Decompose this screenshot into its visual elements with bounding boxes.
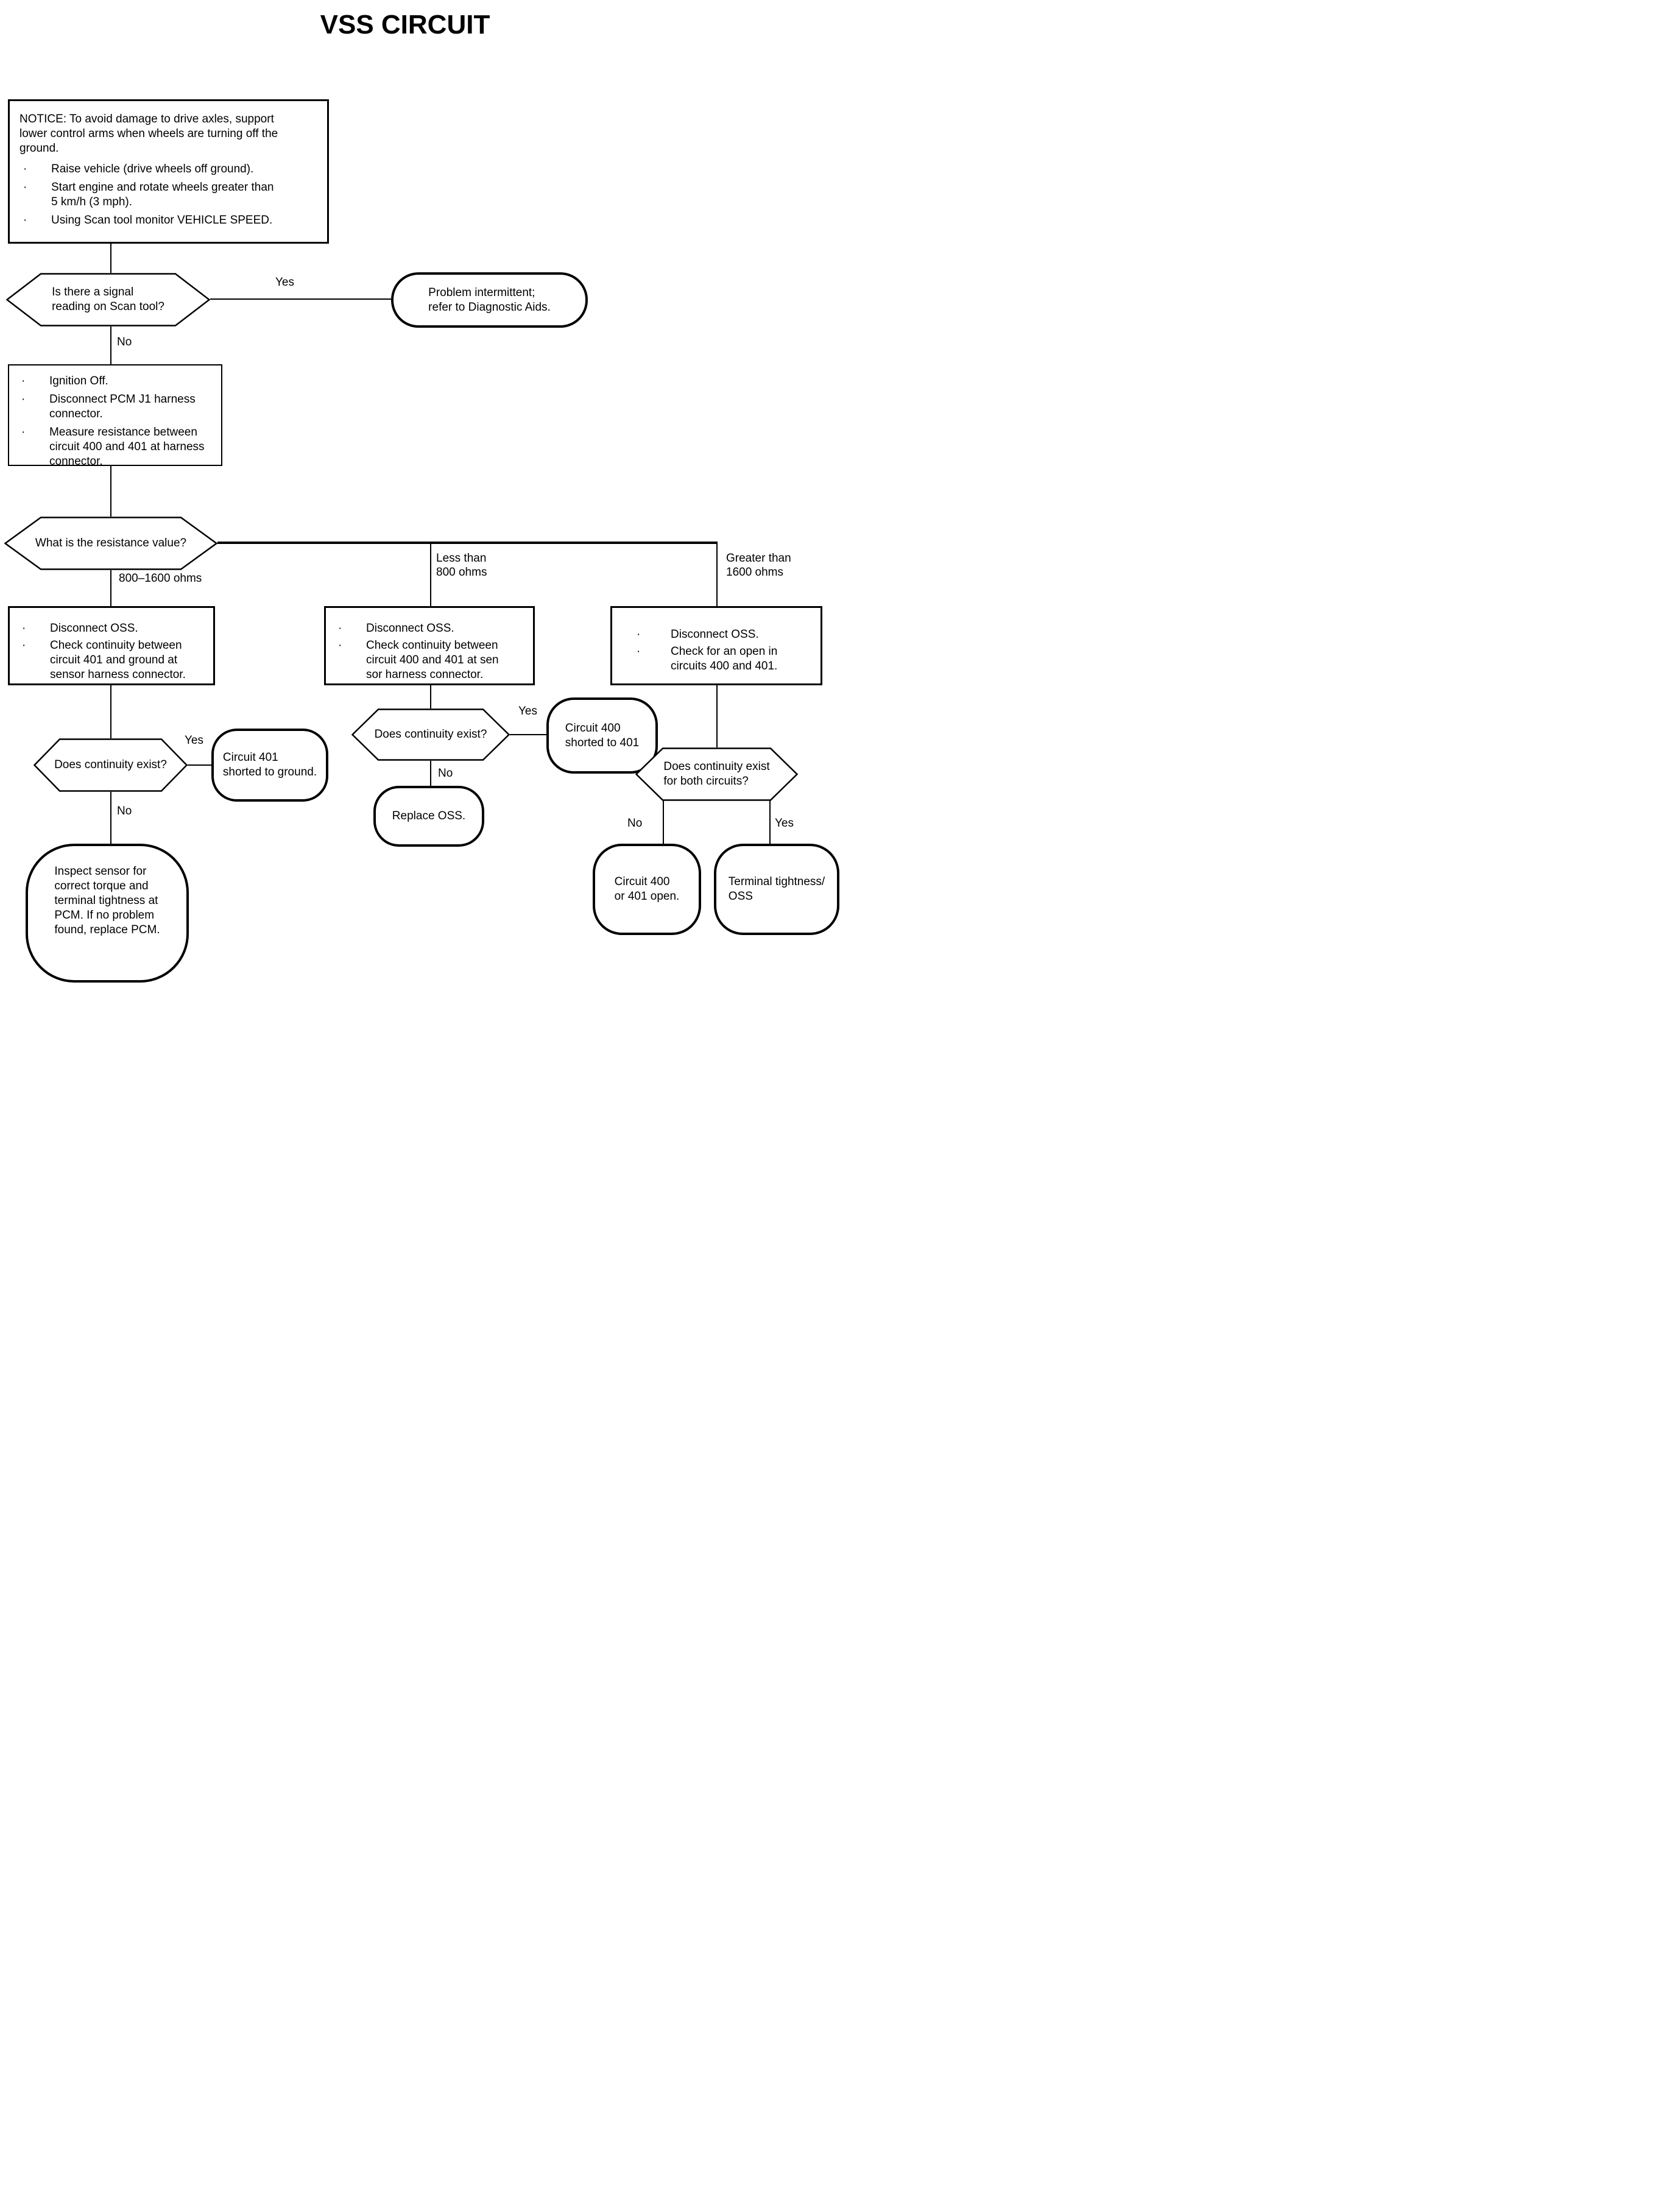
label-yes: Yes bbox=[775, 817, 794, 830]
decision-continuity-left: Does continuity exist? bbox=[34, 738, 188, 792]
connector-mid-yes bbox=[510, 734, 546, 735]
label-800-1600-ohms: 800–1600 ohms bbox=[119, 572, 202, 585]
step-check-ground-box: · Disconnect OSS. · Check continuity bet… bbox=[8, 606, 215, 685]
bullet-icon: · bbox=[22, 622, 26, 635]
label-no: No bbox=[627, 817, 643, 830]
decision-continuity-left-text: Does continuity exist? bbox=[54, 758, 167, 771]
step-bullet: · Check for an open in circuits 400 and … bbox=[621, 644, 818, 674]
bullet-icon: · bbox=[338, 639, 342, 652]
hexagon-shape bbox=[6, 273, 210, 327]
label-yes: Yes bbox=[185, 734, 203, 747]
connector-both-yes bbox=[769, 800, 771, 844]
step-check-400-401-box: · Disconnect OSS. · Check continuity bet… bbox=[324, 606, 535, 685]
bullet-icon: · bbox=[637, 628, 641, 641]
connector-both-no bbox=[663, 800, 664, 844]
terminal-circuit-401-shorted: Circuit 401 shorted to ground. bbox=[211, 729, 328, 802]
label-no: No bbox=[117, 336, 132, 348]
label-yes: Yes bbox=[518, 705, 537, 718]
connector-branch-right bbox=[716, 544, 718, 606]
hexagon-shape bbox=[34, 738, 188, 792]
bullet-icon: · bbox=[23, 163, 27, 175]
terminal-inspect-sensor: Inspect sensor for correct torque and te… bbox=[26, 844, 189, 983]
vss-circuit-flowchart: VSS CIRCUIT NOTICE: To avoid damage to d… bbox=[0, 0, 840, 1105]
connector-branch-left bbox=[110, 570, 111, 606]
connector-branch-rail bbox=[217, 542, 718, 544]
connector-left-yes bbox=[188, 764, 211, 766]
decision-signal-reading-text: Is there a signal reading on Scan tool? bbox=[52, 286, 164, 313]
step-bullet: · Disconnect OSS. bbox=[334, 621, 531, 636]
connector-right-box-to-decision bbox=[716, 685, 718, 747]
connector-mid-no bbox=[430, 761, 431, 786]
bullet-icon: · bbox=[21, 426, 26, 439]
notice-bullet: · Start engine and rotate wheels greater… bbox=[19, 180, 322, 210]
notice-bullet: · Using Scan tool monitor VEHICLE SPEED. bbox=[19, 213, 322, 228]
hexagon-shape bbox=[351, 708, 510, 761]
connector-notice-to-signal bbox=[110, 244, 111, 273]
terminal-circuit-400-shorted: Circuit 400 shorted to 401 bbox=[546, 697, 658, 774]
decision-signal-reading: Is there a signal reading on Scan tool? bbox=[6, 273, 210, 327]
connector-ignition-to-resistance bbox=[110, 466, 111, 517]
notice-paragraph: NOTICE: To avoid damage to drive axles, … bbox=[19, 113, 278, 155]
connector-branch-mid bbox=[430, 544, 431, 606]
bullet-icon: · bbox=[23, 214, 27, 227]
connector-signal-yes bbox=[210, 298, 391, 300]
bullet-icon: · bbox=[22, 639, 26, 652]
label-less-than-800-ohms: Less than 800 ohms bbox=[436, 552, 487, 579]
label-no: No bbox=[438, 767, 453, 780]
bullet-icon: · bbox=[21, 375, 26, 387]
bullet-icon: · bbox=[637, 645, 641, 658]
step-check-open-box: · Disconnect OSS. · Check for an open in… bbox=[610, 606, 822, 685]
decision-continuity-mid-text: Does continuity exist? bbox=[374, 728, 487, 741]
label-yes: Yes bbox=[275, 276, 294, 289]
connector-left-no bbox=[110, 792, 111, 844]
terminal-replace-oss: Replace OSS. bbox=[373, 786, 484, 847]
connector-signal-no bbox=[110, 327, 111, 364]
step-ignition-box: · Ignition Off. · Disconnect PCM J1 harn… bbox=[8, 364, 222, 469]
step-bullet: · Ignition Off. bbox=[18, 374, 219, 389]
step-bullet: · Check continuity between circuit 401 a… bbox=[18, 638, 211, 682]
step-bullet: · Disconnect OSS. bbox=[621, 627, 818, 642]
label-greater-than-1600-ohms: Greater than 1600 ohms bbox=[726, 552, 791, 579]
bullet-icon: · bbox=[338, 622, 342, 635]
notice-bullet: · Raise vehicle (drive wheels off ground… bbox=[19, 162, 322, 177]
decision-continuity-mid: Does continuity exist? bbox=[351, 708, 510, 761]
connector-mid-box-to-decision bbox=[430, 685, 431, 708]
terminal-problem-intermittent: Problem intermittent; refer to Diagnosti… bbox=[391, 272, 588, 328]
page-title: VSS CIRCUIT bbox=[320, 10, 490, 40]
label-no: No bbox=[117, 805, 132, 817]
step-bullet: · Disconnect OSS. bbox=[18, 621, 211, 636]
decision-resistance-value: What is the resistance value? bbox=[4, 517, 217, 570]
decision-resistance-value-text: What is the resistance value? bbox=[35, 537, 187, 549]
connector-left-box-to-decision bbox=[110, 685, 111, 738]
bullet-icon: · bbox=[21, 393, 26, 406]
step-bullet: · Measure resistance between circuit 400… bbox=[18, 425, 219, 469]
notice-box: NOTICE: To avoid damage to drive axles, … bbox=[8, 99, 329, 244]
bullet-icon: · bbox=[23, 181, 27, 194]
terminal-terminal-tightness: Terminal tightness/ OSS bbox=[714, 844, 839, 935]
step-bullet: · Check continuity between circuit 400 a… bbox=[334, 638, 531, 682]
decision-continuity-both-text: Does continuity exist for both circuits? bbox=[663, 760, 770, 788]
step-bullet: · Disconnect PCM J1 harness connector. bbox=[18, 392, 219, 422]
terminal-circuit-open: Circuit 400 or 401 open. bbox=[593, 844, 701, 935]
decision-continuity-both: Does continuity exist for both circuits? bbox=[635, 747, 798, 801]
hexagon-shape bbox=[4, 517, 217, 570]
